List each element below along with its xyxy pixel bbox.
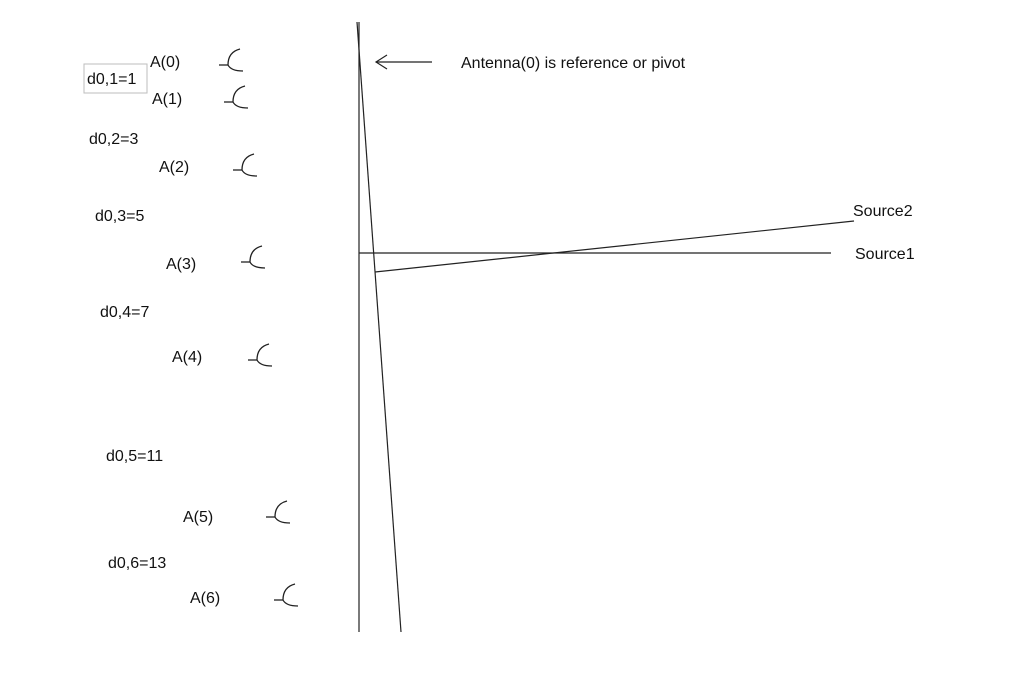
antenna-icon	[233, 153, 258, 177]
pivot-annotation: Antenna(0) is reference or pivot	[461, 55, 686, 72]
distance-label-0-2: d0,2=3	[89, 131, 138, 148]
antenna-icon	[241, 245, 266, 269]
distance-label-box	[83, 63, 148, 94]
antenna-label-1: A(1)	[152, 91, 182, 108]
pivot-arrow	[374, 54, 432, 70]
antenna-label-2: A(2)	[159, 159, 189, 176]
antenna-label-6: A(6)	[190, 590, 220, 607]
source2-line	[374, 220, 855, 273]
antenna-label-3: A(3)	[166, 256, 196, 273]
antenna-icon	[266, 500, 291, 524]
distance-label-0-4: d0,4=7	[100, 304, 149, 321]
antenna-icon	[219, 48, 244, 72]
antenna-icon	[224, 85, 249, 109]
antenna-label-4: A(4)	[172, 349, 202, 366]
source2-label: Source2	[853, 203, 913, 220]
antenna-label-0: A(0)	[150, 54, 180, 71]
source1-label: Source1	[855, 246, 915, 263]
distance-label-0-5: d0,5=11	[106, 448, 163, 465]
distance-label-0-1: d0,1=1	[87, 71, 136, 88]
distance-label-0-3: d0,3=5	[95, 208, 144, 225]
antenna-icon	[274, 583, 299, 607]
tilted-array-line	[356, 21, 402, 633]
distance-label-0-6: d0,6=13	[108, 555, 166, 572]
antenna-label-5: A(5)	[183, 509, 213, 526]
antenna-icon	[248, 343, 273, 367]
